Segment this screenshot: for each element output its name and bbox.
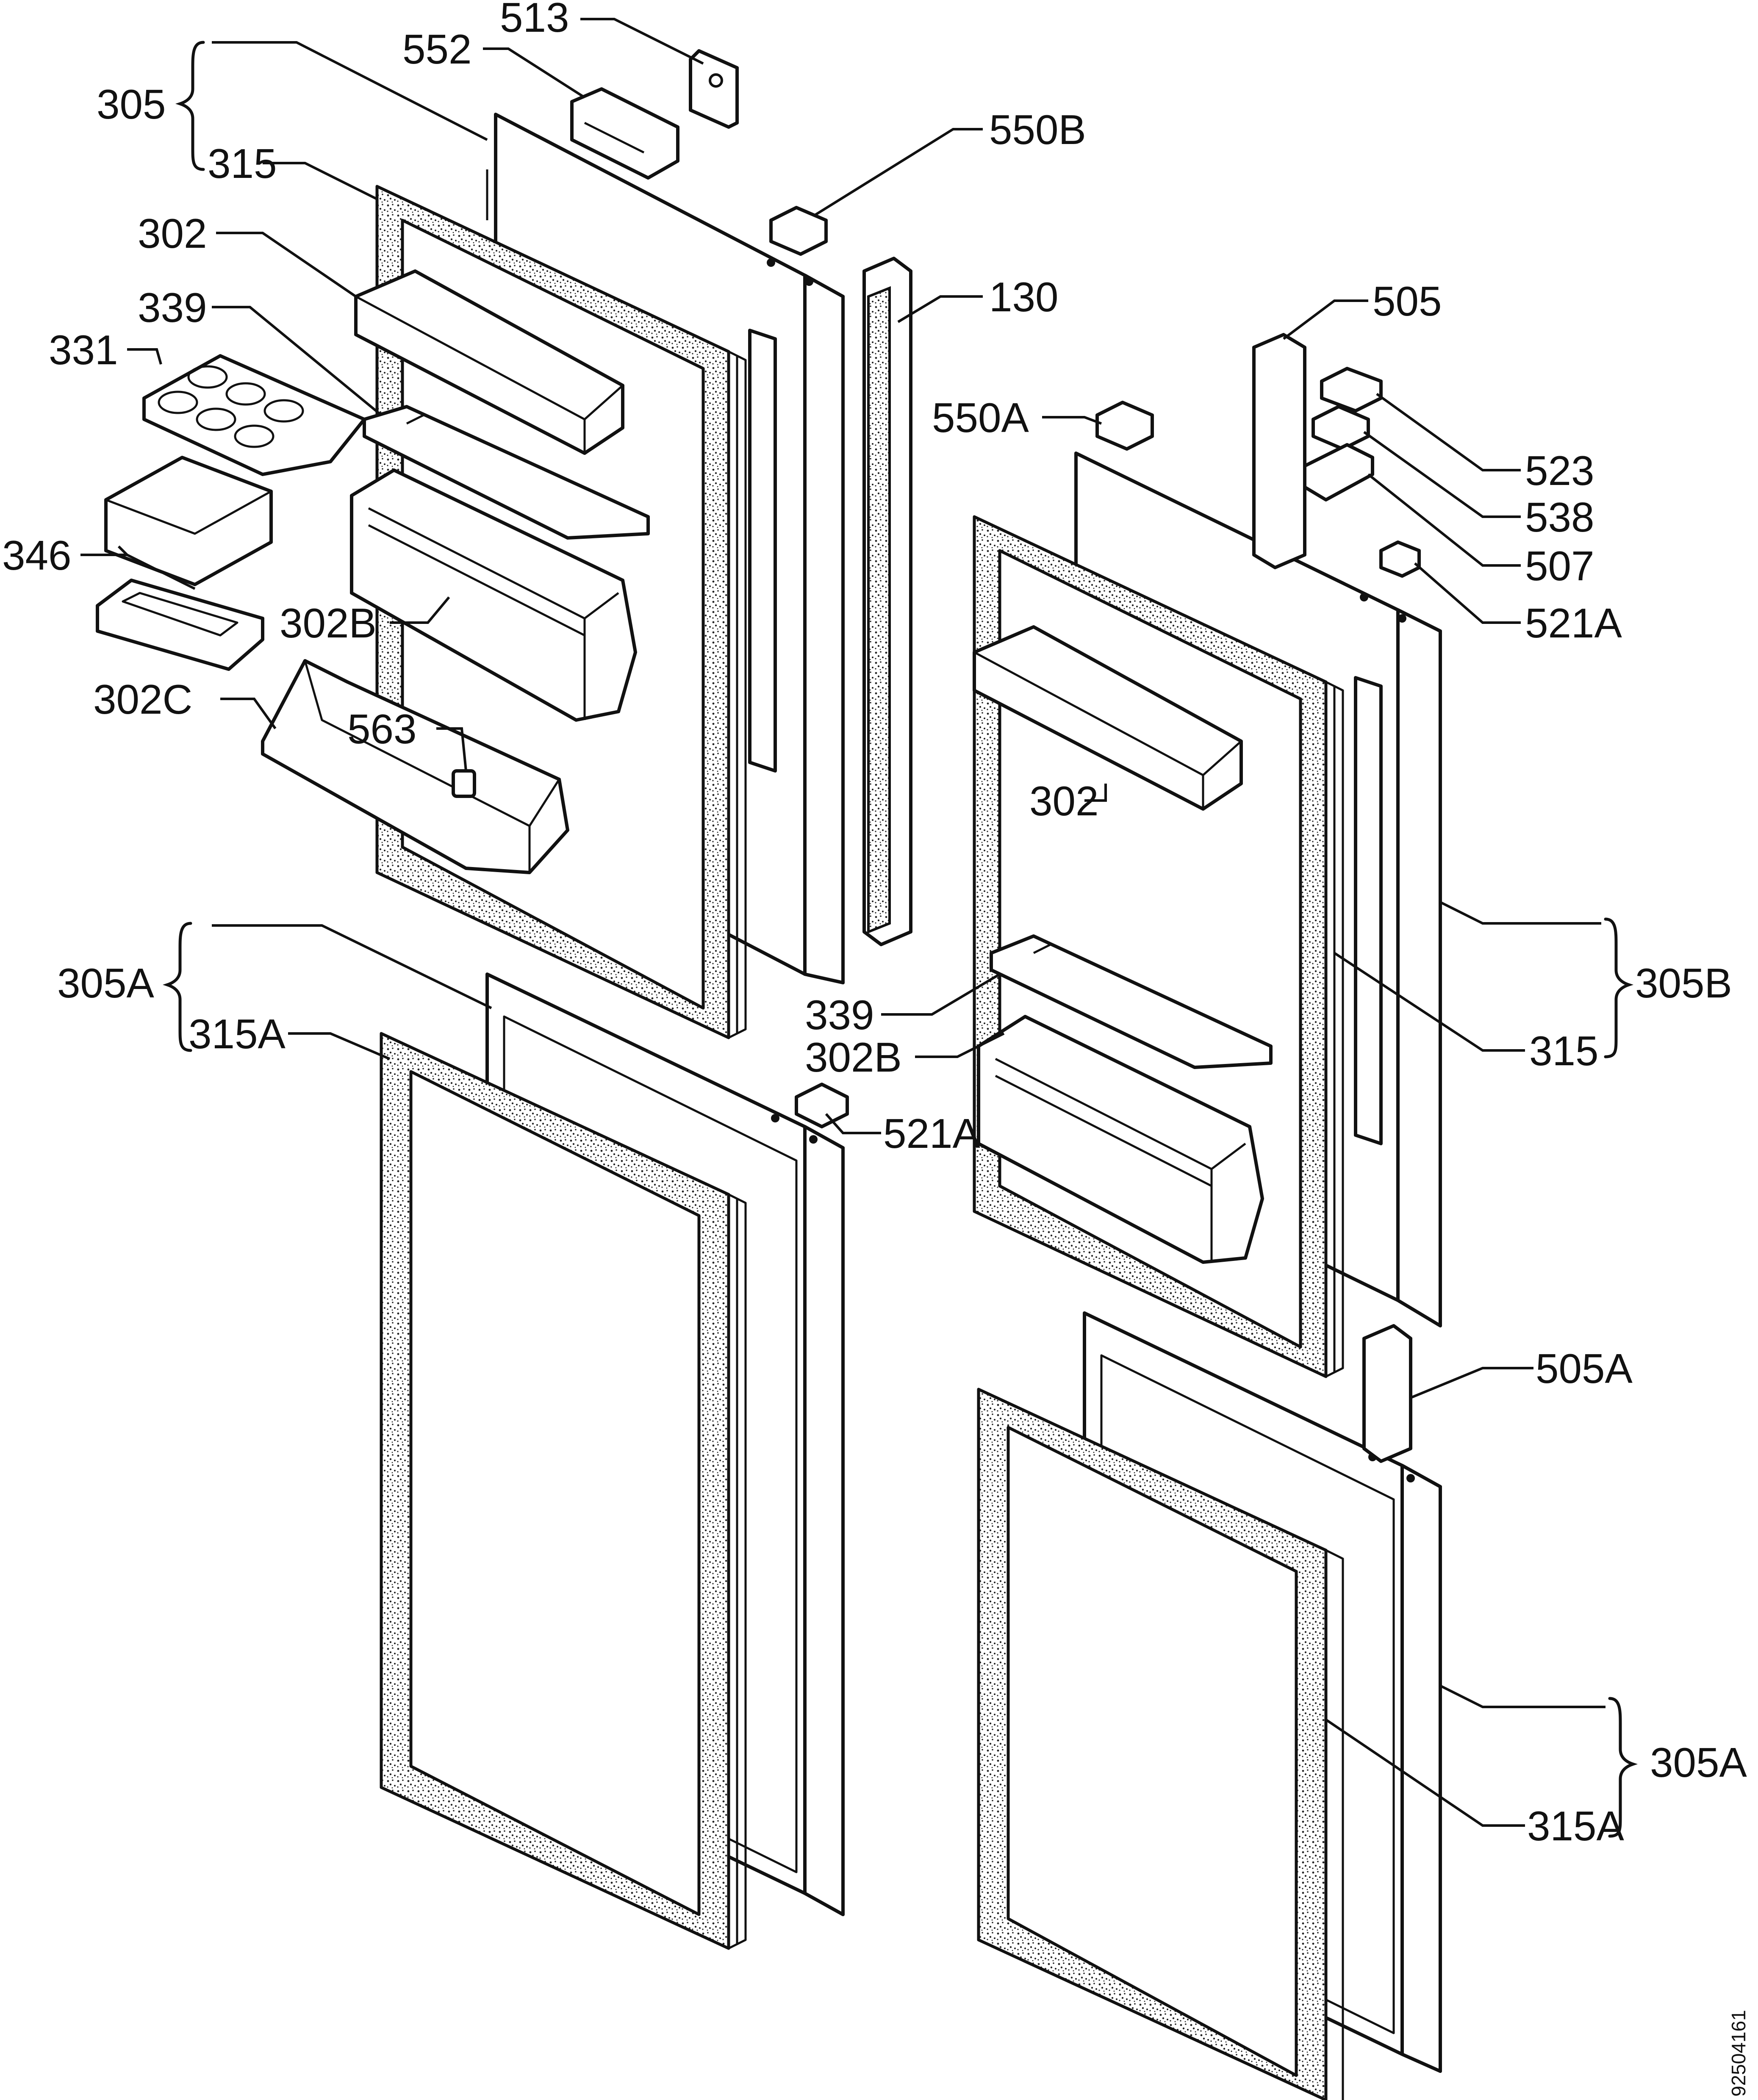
label-346: 346 bbox=[2, 532, 72, 579]
upper-left-door-assembly bbox=[96, 113, 845, 1039]
brace-305B bbox=[1604, 917, 1634, 1058]
label-302-right: 302 bbox=[1029, 778, 1099, 824]
label-130: 130 bbox=[989, 274, 1059, 320]
label-563: 563 bbox=[347, 706, 417, 752]
lower-left-door-assembly bbox=[380, 972, 845, 1950]
label-305B: 305B bbox=[1635, 960, 1732, 1006]
leader-lines bbox=[80, 18, 1605, 1827]
label-552: 552 bbox=[402, 26, 472, 72]
shelf-insert-339 bbox=[363, 405, 650, 540]
hinge-cover-552 bbox=[570, 87, 679, 180]
label-523: 523 bbox=[1525, 447, 1594, 494]
cap-550A bbox=[1095, 401, 1154, 451]
door-shelf-302 bbox=[354, 269, 624, 455]
label-505A: 505A bbox=[1536, 1345, 1633, 1392]
brace-305-top bbox=[175, 41, 205, 171]
label-315A-left: 315A bbox=[189, 1011, 286, 1057]
upper-right-door-assembly bbox=[973, 452, 1442, 1378]
door-gasket-315A-right bbox=[977, 1388, 1344, 2100]
clip-563 bbox=[452, 769, 476, 798]
label-302C: 302C bbox=[93, 676, 192, 723]
hinge-513 bbox=[689, 49, 739, 129]
drawing-number: 92504161 bbox=[1727, 2010, 1750, 2097]
egg-tray-331 bbox=[142, 354, 366, 476]
door-gasket-315A-left bbox=[380, 1032, 747, 1950]
seal-strip-130 bbox=[862, 257, 912, 946]
brace-305A-right bbox=[1608, 1697, 1638, 1838]
label-302-top: 302 bbox=[138, 210, 207, 257]
brace-305A-left bbox=[162, 922, 192, 1052]
label-505: 505 bbox=[1373, 278, 1442, 324]
bottle-shelf-302B-right bbox=[977, 1015, 1264, 1264]
lower-right-door-assembly bbox=[977, 1311, 1442, 2100]
shelf-insert-339-right bbox=[990, 934, 1273, 1069]
cap-521A-top bbox=[1379, 540, 1421, 578]
label-315-top: 315 bbox=[208, 140, 277, 187]
hinge-part-523 bbox=[1320, 367, 1383, 413]
label-550A: 550A bbox=[932, 394, 1029, 441]
label-538: 538 bbox=[1525, 494, 1594, 540]
door-shelf-302-right bbox=[973, 625, 1243, 811]
braces bbox=[162, 41, 1638, 1838]
label-315-right: 315 bbox=[1529, 1028, 1599, 1074]
door-inner-rail bbox=[748, 329, 777, 773]
seal-strip-505 bbox=[1252, 333, 1306, 569]
label-305-top: 305 bbox=[97, 81, 166, 127]
hinge-part-507 bbox=[1303, 443, 1374, 501]
label-521A-mid: 521A bbox=[883, 1110, 981, 1157]
label-521A-top: 521A bbox=[1525, 600, 1622, 646]
cap-521A-mid bbox=[795, 1083, 849, 1128]
label-513: 513 bbox=[500, 0, 569, 41]
butter-dish-346 bbox=[96, 456, 273, 671]
label-507: 507 bbox=[1525, 543, 1594, 589]
label-331: 331 bbox=[49, 327, 118, 373]
bottle-shelf-302B bbox=[350, 468, 637, 722]
label-550B: 550B bbox=[989, 106, 1086, 153]
door-inner-rail-right bbox=[1354, 676, 1383, 1145]
seal-strip-505A bbox=[1362, 1324, 1412, 1463]
hinge-part-538 bbox=[1312, 405, 1370, 451]
label-315A-right: 315A bbox=[1527, 1803, 1625, 1849]
dairy-compartment-302C bbox=[261, 659, 569, 874]
label-302B-left: 302B bbox=[280, 600, 377, 646]
label-339-left: 339 bbox=[138, 284, 207, 331]
label-339-right: 339 bbox=[805, 992, 874, 1038]
label-305A-left: 305A bbox=[57, 960, 155, 1006]
label-302B-right: 302B bbox=[805, 1034, 902, 1080]
label-305A-right: 305A bbox=[1650, 1739, 1747, 1786]
cap-550B bbox=[769, 206, 828, 256]
